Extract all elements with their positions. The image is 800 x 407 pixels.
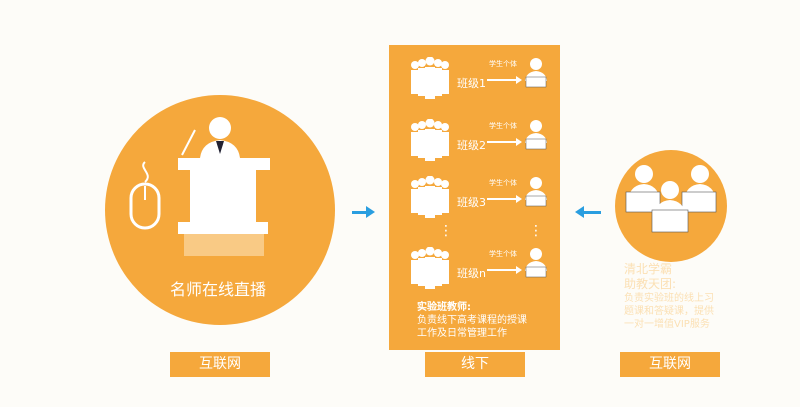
class-label: 班级1 <box>457 77 486 90</box>
assistant-desc-line: 一对一增值VIP服务 <box>624 319 710 330</box>
group-icon <box>411 57 449 99</box>
class-label: 班级3 <box>457 196 486 209</box>
class-row: 班级3 学生个体 <box>389 174 560 224</box>
arrow-icon <box>487 138 522 146</box>
teacher-desc-line: 工作及日常管理工作 <box>417 328 507 339</box>
assistants-icon <box>625 165 717 233</box>
teacher-desc-line: 负责线下高考课程的授课 <box>417 315 527 326</box>
student-label: 学生个体 <box>489 122 517 130</box>
student-label: 学生个体 <box>489 250 517 258</box>
ellipsis-right: ⋮ <box>529 223 543 239</box>
group-icon <box>411 176 449 218</box>
student-icon <box>525 177 547 207</box>
mouse-icon <box>129 161 161 230</box>
arrow-icon <box>487 76 522 84</box>
group-icon <box>411 119 449 161</box>
arrow-icon <box>487 266 522 274</box>
student-icon <box>525 248 547 278</box>
arrow-left-head <box>575 206 584 218</box>
class-row: 班级n 学生个体 <box>389 245 560 295</box>
student-icon <box>525 58 547 88</box>
offline-label: 线下 <box>425 352 525 377</box>
class-label: 班级n <box>457 267 486 280</box>
internet-label-left: 互联网 <box>170 352 270 377</box>
arrow-right-head <box>366 206 375 218</box>
live-caption: 名师在线直播 <box>170 280 267 299</box>
internet-label-right: 互联网 <box>620 352 720 377</box>
assistant-desc: 清北学霸 助教天团: 负责实验班的线上习 题课和答疑课，提供 一对一增值VIP服… <box>624 262 714 331</box>
arrow-left-icon <box>583 211 601 214</box>
teacher-desc: 实验班教师: 负责线下高考课程的授课 工作及日常管理工作 <box>417 301 527 340</box>
student-label: 学生个体 <box>489 179 517 187</box>
assistant-desc-line: 负责实验班的线上习 <box>624 293 714 304</box>
assistant-title: 助教天团: <box>624 277 677 291</box>
class-row: 班级1 学生个体 <box>389 55 560 105</box>
student-label: 学生个体 <box>489 60 517 68</box>
group-icon <box>411 247 449 289</box>
podium-teacher-icon <box>178 117 270 256</box>
offline-panel: 班级1 学生个体 班级2 学生个体 班级3 学生个体 ⋮ ⋮ 班级n 学生个体 <box>389 45 560 350</box>
student-icon <box>525 120 547 150</box>
arrow-icon <box>487 195 522 203</box>
ellipsis-left: ⋮ <box>439 223 453 239</box>
class-label: 班级2 <box>457 139 486 152</box>
assistant-desc-line: 题课和答疑课，提供 <box>624 306 714 317</box>
class-row: 班级2 学生个体 <box>389 117 560 167</box>
teacher-title: 实验班教师: <box>417 302 471 313</box>
arrow-right-icon <box>352 211 370 214</box>
assistant-title: 清北学霸 <box>624 262 673 276</box>
